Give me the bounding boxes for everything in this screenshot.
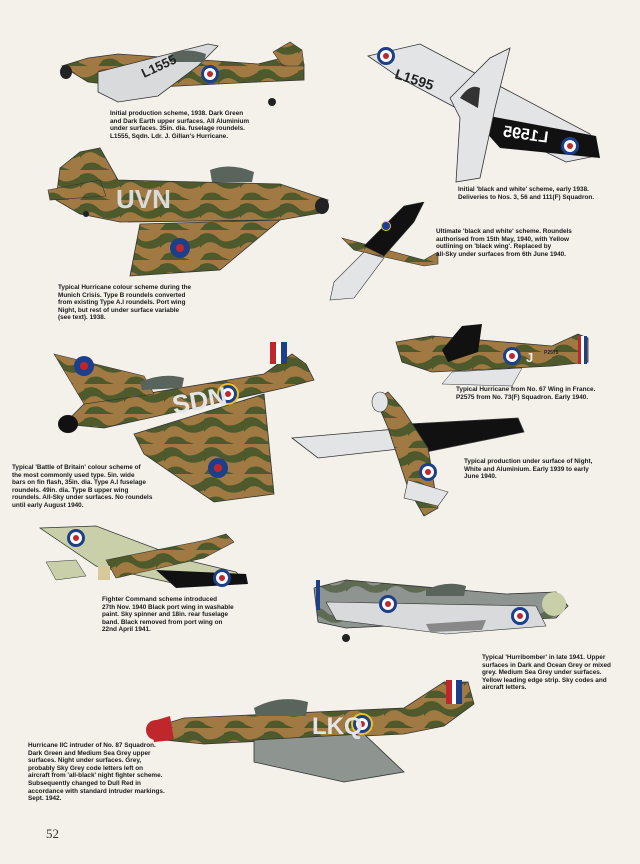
hurricane-lkq-illustration: LKQ (146, 680, 475, 783)
caption-8: Fighter Command scheme introduced 27th N… (102, 596, 234, 634)
hurricane-l1595-illustration: L1595 L1595 (367, 43, 600, 183)
page-number: 52 (46, 826, 59, 841)
hurricane-uvn-illustration: UVN (47, 147, 329, 277)
hurricane-hurribomber-illustration (313, 579, 569, 642)
hurricane-l1555-illustration: L1555 (60, 41, 305, 106)
caption-2: Initial 'black and white' scheme, early … (458, 186, 595, 201)
plane-code-label: UVN (116, 184, 171, 214)
caption-7: Typical production under surface of Nigh… (464, 458, 593, 481)
caption-9: Typical 'Hurribomber' in late 1941. Uppe… (482, 654, 611, 692)
plane-code-label: J (526, 350, 533, 365)
plane-serial-label: P2575 (544, 350, 559, 356)
hurricane-67-wing-illustration: J P2575 (395, 324, 589, 387)
hurricane-underside-illustration (290, 391, 525, 517)
caption-10: Hurricane IIC intruder of No. 87 Squadro… (28, 742, 165, 803)
caption-5: Typical Hurricane from No. 67 Wing in Fr… (456, 386, 596, 401)
caption-1: Initial production scheme, 1938. Dark Gr… (110, 110, 250, 140)
caption-3: Typical Hurricane colour scheme during t… (58, 284, 192, 322)
caption-4: Ultimate 'black and white' scheme. Round… (436, 228, 572, 258)
hurricane-sdn-illustration: SDN (53, 342, 315, 503)
hurricane-black-white-illustration (329, 202, 439, 301)
hurricane-fighter-command-illustration (38, 525, 248, 588)
plane-code-label: LKQ (312, 713, 363, 740)
caption-6: Typical 'Battle of Britain' colour schem… (12, 464, 153, 509)
underwing-serial: L1595 (502, 123, 549, 146)
